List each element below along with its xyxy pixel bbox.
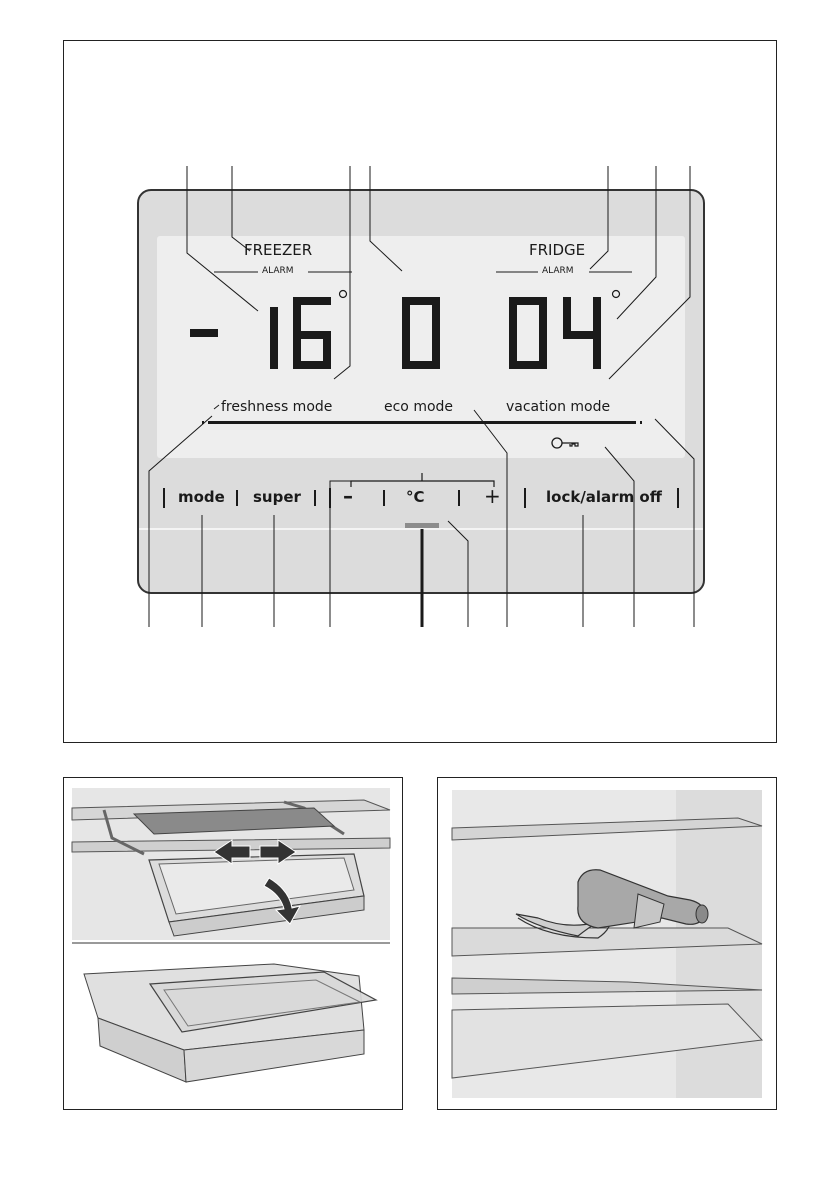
fridge-label: FRIDGE (529, 241, 586, 259)
lock-alarm-off-button[interactable]: lock/alarm off (546, 488, 662, 506)
fridge-alarm-label: ALARM (542, 266, 574, 276)
celsius-button[interactable]: °C (406, 488, 425, 506)
wine-shelf-illustration (451, 790, 764, 1098)
minus-segment (190, 329, 218, 337)
wine-shelf-figure (437, 777, 777, 1110)
seven-segment-digits (270, 297, 601, 369)
freshness-mode-label: freshness mode (221, 399, 333, 415)
panel-drawing (148, 166, 695, 627)
freezer-label: FREEZER (244, 241, 313, 259)
freezer-alarm-label: ALARM (262, 266, 294, 276)
control-panel-figure: FREEZER ALARM FRIDGE ALARM freshness mod… (63, 40, 777, 743)
celsius-indicator (405, 523, 439, 528)
minus-button[interactable]: – (343, 484, 353, 508)
eco-mode-label: eco mode (384, 399, 454, 415)
vacation-mode-label: vacation mode (506, 399, 611, 415)
key-icon (551, 437, 579, 449)
drawer-illustration (71, 788, 391, 1083)
freezer-degree-ring (338, 289, 348, 299)
drawer-figure (63, 777, 403, 1110)
mode-button[interactable]: mode (178, 488, 225, 506)
mode-bar (208, 421, 636, 424)
fridge-degree-ring (611, 289, 621, 299)
super-button[interactable]: super (253, 488, 301, 506)
plus-button[interactable]: + (484, 484, 501, 508)
